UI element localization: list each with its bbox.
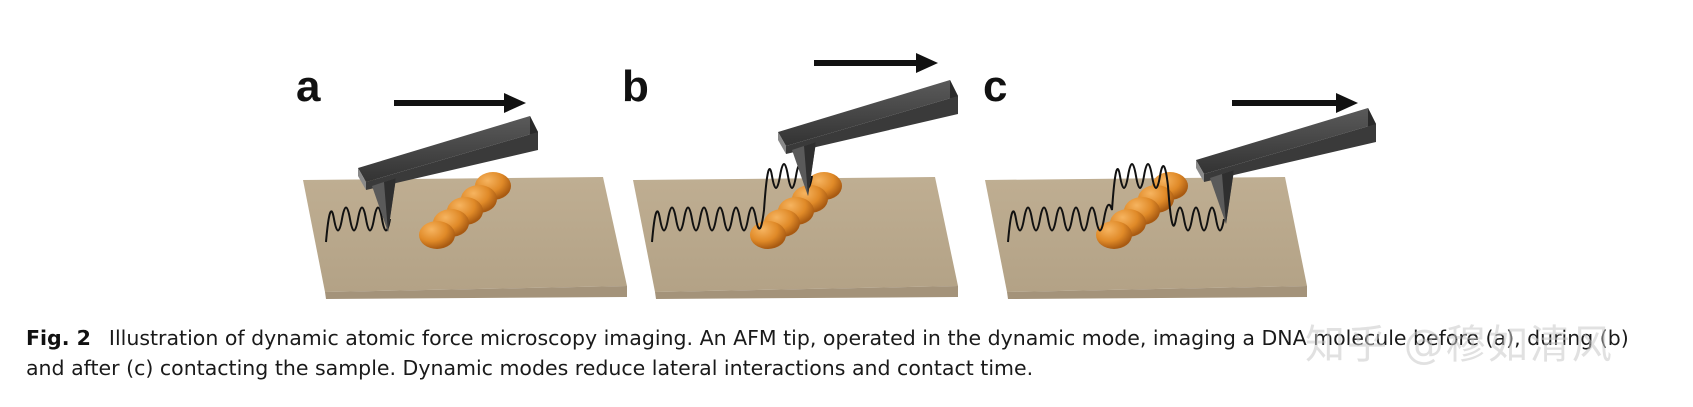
afm-illustration — [303, 53, 1376, 299]
scan-direction-arrow — [394, 93, 526, 113]
dna-molecule — [1096, 172, 1188, 249]
caption-text: Illustration of dynamic atomic force mic… — [26, 326, 1629, 380]
oscillation-trace — [325, 206, 391, 243]
afm-cantilever — [1196, 108, 1376, 224]
dna-molecule — [419, 172, 511, 249]
scan-direction-arrow — [814, 53, 938, 73]
substrate-edge — [1007, 286, 1307, 299]
panel-a — [303, 93, 627, 299]
panel-c — [985, 93, 1376, 299]
panel-label-c: c — [983, 62, 1008, 111]
afm-cantilever — [778, 80, 958, 196]
substrate-edge — [655, 286, 958, 299]
panel-label-b: b — [622, 62, 649, 111]
oscillation-trace — [1007, 163, 1225, 243]
figure-label: Fig. 2 — [26, 326, 91, 350]
substrate-edge — [325, 286, 627, 299]
afm-cantilever — [358, 116, 538, 232]
panel-label-a: a — [296, 62, 321, 111]
scan-direction-arrow — [1232, 93, 1358, 113]
watermark: 知乎 @穆如清风 — [1305, 322, 1614, 368]
afm-figure: a b c — [296, 53, 1376, 299]
oscillation-trace — [651, 163, 813, 243]
panel-b — [633, 53, 958, 299]
substrate-top — [633, 177, 958, 292]
